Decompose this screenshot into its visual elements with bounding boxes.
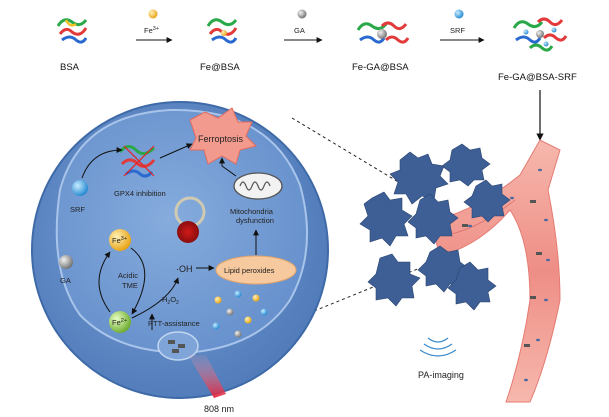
fe2-charge: 2+ bbox=[121, 318, 127, 324]
mito-label-line2: dysfunction bbox=[236, 216, 274, 225]
svg-text:H2O2: H2O2 bbox=[162, 295, 179, 306]
ga-label: GA bbox=[60, 276, 71, 285]
fe-reagent-label: Fe bbox=[144, 26, 153, 35]
gpx4-inhibition-label: GPX4 inhibition bbox=[114, 189, 166, 198]
fe3-ball-icon bbox=[109, 229, 131, 251]
ferroptosis-label: Ferroptosis bbox=[198, 134, 244, 144]
fe2-label: Fe bbox=[112, 318, 121, 327]
srf-reagent-ball-icon bbox=[454, 9, 464, 19]
bsa-protein-icon bbox=[56, 18, 88, 44]
zoom-line-top bbox=[291, 117, 421, 196]
fe-ga-bsa-label: Fe-GA@BSA bbox=[352, 62, 409, 73]
arrow-gpx4-to-ferroptosis bbox=[159, 143, 193, 159]
tumor-cell: Ferroptosis GPX4 inhibition SRF Mitochon… bbox=[31, 101, 329, 399]
heat-spot-icon bbox=[177, 221, 199, 243]
lipid-peroxides-oval bbox=[215, 255, 297, 285]
released-ions-group bbox=[212, 290, 268, 338]
svg-text:Fe3+: Fe3+ bbox=[144, 26, 159, 35]
srf-reagent-label: SRF bbox=[450, 26, 465, 35]
fe-ga-bsa-srf-cluster-icon bbox=[512, 17, 568, 52]
fe3-label: Fe bbox=[112, 236, 121, 245]
fe-bsa-protein-icon bbox=[206, 18, 238, 44]
arrow-fe3-to-fe2 bbox=[130, 247, 146, 315]
fe-reagent-charge: 3+ bbox=[153, 26, 159, 32]
arrow-srf-to-gpx4 bbox=[81, 147, 123, 179]
pa-imaging-label: PA-imaging bbox=[418, 370, 464, 380]
arrow-mito-to-ferroptosis bbox=[219, 157, 237, 177]
gpx4-protein-icon bbox=[118, 145, 156, 178]
fe3-reagent-ball-icon bbox=[148, 9, 158, 19]
srf-label: SRF bbox=[70, 205, 85, 214]
vessel-branch bbox=[429, 139, 561, 403]
vessel-cells-icon bbox=[448, 168, 550, 382]
pa-signal-icon bbox=[419, 337, 457, 357]
mitochondria-icon bbox=[233, 172, 283, 200]
arrow-fe2-to-fe3 bbox=[98, 251, 111, 313]
arrow-fe2-to-oh bbox=[131, 277, 179, 319]
fe2-ball-icon bbox=[109, 311, 131, 333]
ga-ball-icon bbox=[59, 255, 73, 269]
hydroxyl-radical-label: ·OH bbox=[176, 264, 193, 274]
ptt-assistance-label: PTT-assistance bbox=[148, 319, 200, 328]
lipid-peroxides-label: Lipid peroxides bbox=[224, 266, 275, 275]
bsa-label: BSA bbox=[60, 62, 80, 73]
synthesis-row: BSA Fe3+ Fe@BSA GA Fe-GA@BSA S bbox=[56, 9, 577, 141]
srf-ball-icon bbox=[72, 180, 88, 196]
ferroptosis-burst-icon bbox=[189, 107, 257, 165]
laser-beam-icon bbox=[188, 355, 226, 398]
tumor-cluster bbox=[359, 143, 511, 311]
fe-ga-bsa-cluster-icon bbox=[356, 21, 410, 44]
acidic-label-line2: TME bbox=[122, 281, 138, 290]
ga-reagent-ball-icon bbox=[297, 9, 307, 19]
fe-bsa-label: Fe@BSA bbox=[200, 62, 240, 73]
ga-reagent-label: GA bbox=[294, 26, 305, 35]
acidic-label-line1: Acidic bbox=[118, 271, 138, 280]
svg-text:Fe3+: Fe3+ bbox=[112, 236, 127, 245]
mito-label-line1: Mitochondria bbox=[230, 207, 274, 216]
vesicle-nanoparticles-icon bbox=[168, 340, 185, 353]
fe3-charge: 3+ bbox=[121, 236, 127, 242]
fe-ga-bsa-srf-label: Fe-GA@BSA-SRF bbox=[498, 72, 577, 83]
h2o2-label: H bbox=[162, 295, 167, 304]
svg-text:Fe2+: Fe2+ bbox=[112, 318, 127, 327]
laser-wavelength-label: 808 nm bbox=[204, 404, 234, 414]
